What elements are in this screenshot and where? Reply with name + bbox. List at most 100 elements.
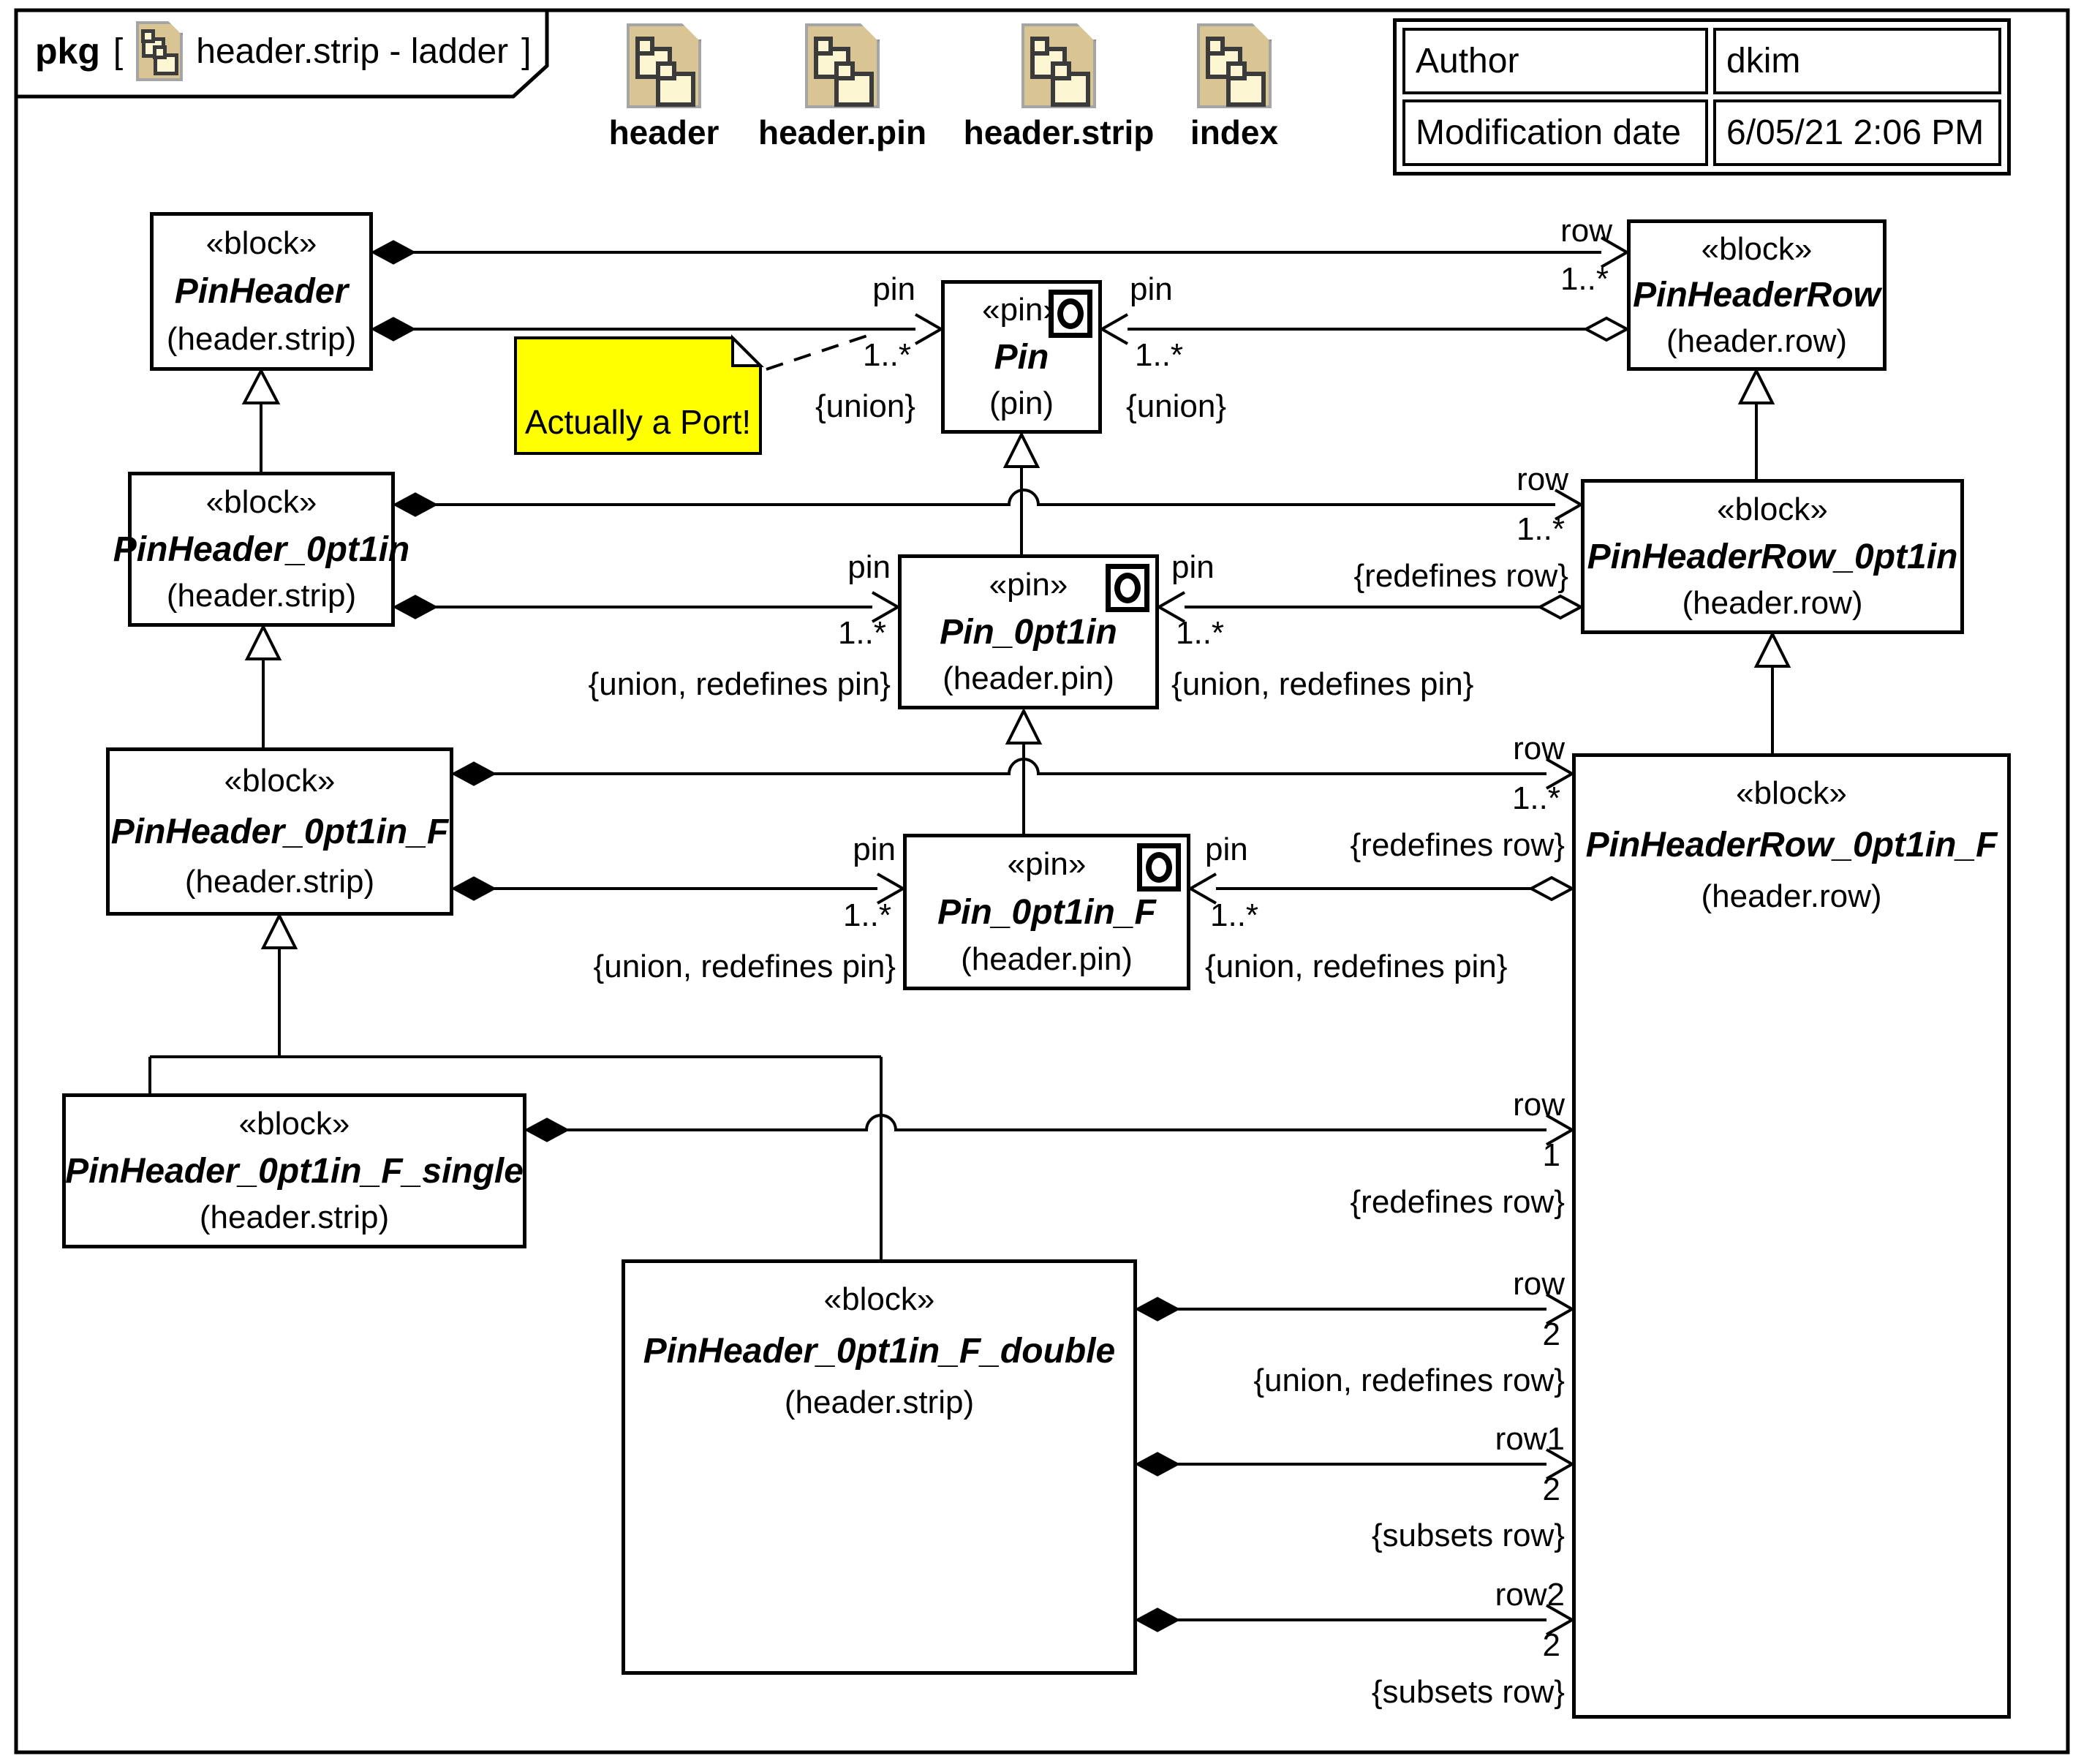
palette-item-header-pin[interactable]: header.pin bbox=[758, 23, 926, 152]
assoc-role-label[interactable]: pin bbox=[853, 832, 896, 867]
assoc-constraint-label[interactable]: {union} bbox=[1126, 388, 1227, 424]
association-pinheader0pt1inF-row[interactable] bbox=[494, 758, 1546, 775]
shared-aggregation-diamond bbox=[1582, 316, 1631, 342]
assoc-multiplicity-label[interactable]: 1 bbox=[1542, 1137, 1560, 1173]
note-anchor-line[interactable] bbox=[766, 331, 877, 371]
generalization-triangle bbox=[244, 623, 282, 660]
generalization-triangle bbox=[1005, 707, 1043, 745]
package-diagram-icon bbox=[627, 23, 701, 108]
composition-diamond bbox=[1134, 1607, 1181, 1632]
palette-item-label: index bbox=[1190, 113, 1279, 151]
port-icon bbox=[1106, 564, 1149, 612]
assoc-multiplicity-label[interactable]: 1..* bbox=[862, 337, 911, 373]
assoc-role-label[interactable]: pin bbox=[1205, 832, 1248, 867]
block-name: PinHeaderRow bbox=[1633, 276, 1881, 314]
composition-diamond bbox=[392, 492, 439, 517]
block-package: (header.strip) bbox=[199, 1199, 390, 1236]
block-package: (header.pin) bbox=[961, 941, 1133, 977]
palette-item-label: header bbox=[608, 113, 720, 151]
palette-item-index[interactable]: index bbox=[1190, 23, 1278, 152]
association-single-row[interactable] bbox=[567, 1114, 1546, 1131]
block-package: (header.strip) bbox=[784, 1384, 975, 1420]
block-stereotype: «block» bbox=[238, 1105, 350, 1142]
assoc-constraint-label[interactable]: {union, redefines pin} bbox=[1205, 949, 1508, 984]
assoc-role-label[interactable]: pin bbox=[872, 271, 915, 307]
palette-item-header[interactable]: header bbox=[609, 23, 719, 152]
assoc-multiplicity-label[interactable]: 1..* bbox=[1511, 780, 1560, 816]
assoc-constraint-label[interactable]: {union, redefines pin} bbox=[588, 666, 891, 702]
assoc-constraint-label[interactable]: {union, redefines pin} bbox=[1171, 666, 1474, 702]
assoc-role-label[interactable]: pin bbox=[1130, 271, 1173, 307]
info-value-modification-date: 6/05/21 2:06 PM bbox=[1713, 99, 2001, 166]
assoc-role-label[interactable]: pin bbox=[1171, 549, 1215, 585]
assoc-multiplicity-label[interactable]: 2 bbox=[1542, 1627, 1560, 1663]
block-pinheaderrow-0pt1in[interactable]: «block» PinHeaderRow_0pt1in (header.row) bbox=[1581, 479, 1964, 634]
assoc-multiplicity-label[interactable]: 1..* bbox=[1560, 261, 1609, 297]
block-package: (header.pin) bbox=[943, 660, 1114, 697]
assoc-constraint-label[interactable]: {redefines row} bbox=[1350, 1184, 1565, 1220]
assoc-constraint-label[interactable]: {subsets row} bbox=[1371, 1518, 1565, 1553]
assoc-multiplicity-label[interactable]: 1..* bbox=[842, 897, 891, 933]
frame-keyword: pkg bbox=[35, 31, 100, 72]
assoc-multiplicity-label[interactable]: 1..* bbox=[1135, 337, 1184, 373]
assoc-constraint-label[interactable]: {union, redefines row} bbox=[1253, 1362, 1565, 1398]
assoc-role-label[interactable]: row1 bbox=[1495, 1421, 1565, 1457]
block-pinheader-0pt1in-f-double[interactable]: «block» PinHeader_0pt1in_F_double (heade… bbox=[622, 1259, 1137, 1675]
block-stereotype: «pin» bbox=[1007, 846, 1087, 883]
assoc-role-label[interactable]: row bbox=[1560, 213, 1612, 249]
block-pinheader-0pt1in-f[interactable]: «block» PinHeader_0pt1in_F (header.strip… bbox=[106, 747, 453, 916]
assoc-role-label[interactable]: row bbox=[1517, 461, 1568, 497]
generalization-single-double-pinheader0pt1inF[interactable] bbox=[148, 948, 883, 1259]
block-pinheader-0pt1in-f-single[interactable]: «block» PinHeader_0pt1in_F_single (heade… bbox=[62, 1093, 526, 1248]
assoc-constraint-label[interactable]: {subsets row} bbox=[1371, 1674, 1565, 1710]
assoc-role-label[interactable]: row bbox=[1513, 731, 1565, 766]
assoc-multiplicity-label[interactable]: 1..* bbox=[1176, 615, 1225, 651]
block-name: Pin_0pt1in bbox=[940, 612, 1117, 652]
generalization-triangle bbox=[1737, 367, 1775, 404]
assoc-constraint-label[interactable]: {union} bbox=[815, 388, 915, 424]
block-pin-0pt1in[interactable]: «pin» Pin_0pt1in (header.pin) bbox=[898, 554, 1159, 709]
assoc-constraint-label[interactable]: {redefines row} bbox=[1350, 827, 1565, 863]
assoc-constraint-label[interactable]: {union, redefines pin} bbox=[593, 949, 896, 984]
block-pinheaderrow[interactable]: «block» PinHeaderRow (header.row) bbox=[1627, 219, 1887, 371]
block-pinheader-0pt1in[interactable]: «block» PinHeader_0pt1in (header.strip) bbox=[113, 472, 409, 627]
block-stereotype: «block» bbox=[1717, 491, 1828, 527]
palette-item-label: header.pin bbox=[758, 113, 927, 151]
assoc-role-label[interactable]: row bbox=[1513, 1266, 1565, 1302]
block-name: Pin bbox=[994, 337, 1049, 377]
assoc-role-label[interactable]: row2 bbox=[1495, 1577, 1565, 1613]
assoc-multiplicity-label[interactable]: 2 bbox=[1542, 1316, 1560, 1352]
generalization-triangle bbox=[260, 912, 298, 949]
block-pin-0pt1in-f[interactable]: «pin» Pin_0pt1in_F (header.pin) bbox=[903, 834, 1190, 990]
assoc-multiplicity-label[interactable]: 1..* bbox=[1516, 511, 1565, 547]
note-shape[interactable] bbox=[514, 336, 762, 455]
block-name: Pin_0pt1in_F bbox=[937, 892, 1156, 932]
association-pinheader0pt1in-row[interactable] bbox=[436, 489, 1555, 506]
shared-aggregation-diamond bbox=[1527, 875, 1576, 902]
block-pinheaderrow-0pt1in-f[interactable]: «block» PinHeaderRow_0pt1in_F (header.ro… bbox=[1572, 753, 2011, 1719]
assoc-role-label[interactable]: row bbox=[1513, 1087, 1565, 1123]
open-arrowhead bbox=[1098, 313, 1128, 345]
block-stereotype: «pin» bbox=[989, 566, 1068, 603]
assoc-multiplicity-label[interactable]: 1..* bbox=[837, 615, 886, 651]
info-label-author: Author bbox=[1402, 28, 1708, 94]
composition-diamond bbox=[450, 761, 497, 786]
block-stereotype: «pin» bbox=[982, 292, 1061, 328]
assoc-multiplicity-label[interactable]: 2 bbox=[1542, 1471, 1560, 1507]
block-name: PinHeader_0pt1in_F bbox=[110, 812, 449, 851]
palette-item-label: header.strip bbox=[963, 113, 1155, 151]
block-name: PinHeader_0pt1in_F_single bbox=[65, 1151, 524, 1191]
open-arrowhead bbox=[915, 313, 945, 345]
composition-diamond bbox=[370, 317, 417, 342]
block-package: (header.row) bbox=[1682, 585, 1863, 622]
block-stereotype: «block» bbox=[224, 763, 336, 799]
composition-diamond bbox=[1134, 1452, 1181, 1477]
palette-item-header-strip[interactable]: header.strip bbox=[964, 23, 1154, 152]
assoc-role-label[interactable]: pin bbox=[847, 549, 891, 585]
frame-diagram-name: header.strip - ladder bbox=[196, 31, 509, 71]
assoc-constraint-label[interactable]: {redefines row} bbox=[1353, 558, 1568, 594]
assoc-multiplicity-label[interactable]: 1..* bbox=[1210, 897, 1259, 933]
block-stereotype: «block» bbox=[1736, 775, 1847, 811]
block-pin[interactable]: «pin» Pin (pin) bbox=[941, 280, 1102, 434]
block-pinheader[interactable]: «block» PinHeader (header.strip) bbox=[150, 212, 373, 371]
